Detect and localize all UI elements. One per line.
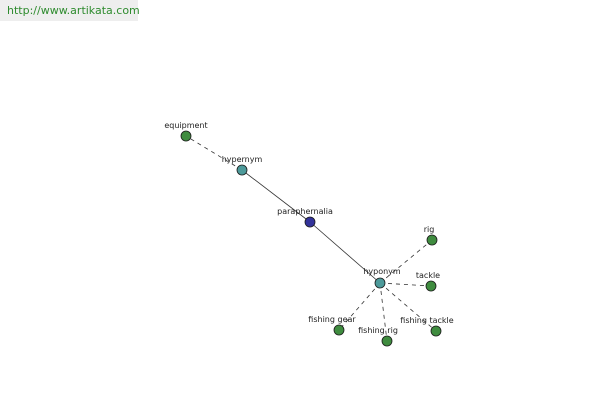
node-paraphernalia[interactable] xyxy=(304,216,316,228)
source-url[interactable]: http://www.artikata.com xyxy=(0,0,140,21)
label-hypernym: hypernym xyxy=(222,155,263,164)
node-equipment[interactable] xyxy=(180,130,192,142)
label-equipment: equipment xyxy=(164,121,207,130)
node-fishing-gear[interactable] xyxy=(333,324,345,336)
edge-hyponym-fishing-rig xyxy=(379,282,388,342)
node-fishing-tackle[interactable] xyxy=(430,325,442,337)
edge-hyponym-tackle xyxy=(379,282,432,287)
label-fishing-rig: fishing rig xyxy=(358,326,398,335)
node-rig[interactable] xyxy=(426,234,438,246)
edge-hyponym-fishing-gear xyxy=(338,282,381,331)
label-hyponym: hyponym xyxy=(363,267,401,276)
label-rig: rig xyxy=(424,225,435,234)
edge-hypernym-equipment xyxy=(185,135,243,171)
label-tackle: tackle xyxy=(416,271,440,280)
node-tackle[interactable] xyxy=(425,280,437,292)
node-hyponym[interactable] xyxy=(374,277,386,289)
label-fishing-tackle: fishing tackle xyxy=(400,316,453,325)
node-hypernym[interactable] xyxy=(236,164,248,176)
edge-hyponym-rig xyxy=(379,239,433,284)
label-fishing-gear: fishing gear xyxy=(308,315,356,324)
edge-paraphernalia-hyponym xyxy=(309,221,381,284)
node-fishing-rig[interactable] xyxy=(381,335,393,347)
label-paraphernalia: paraphernalia xyxy=(277,207,333,216)
edge-hypernym-paraphernalia xyxy=(241,169,311,223)
